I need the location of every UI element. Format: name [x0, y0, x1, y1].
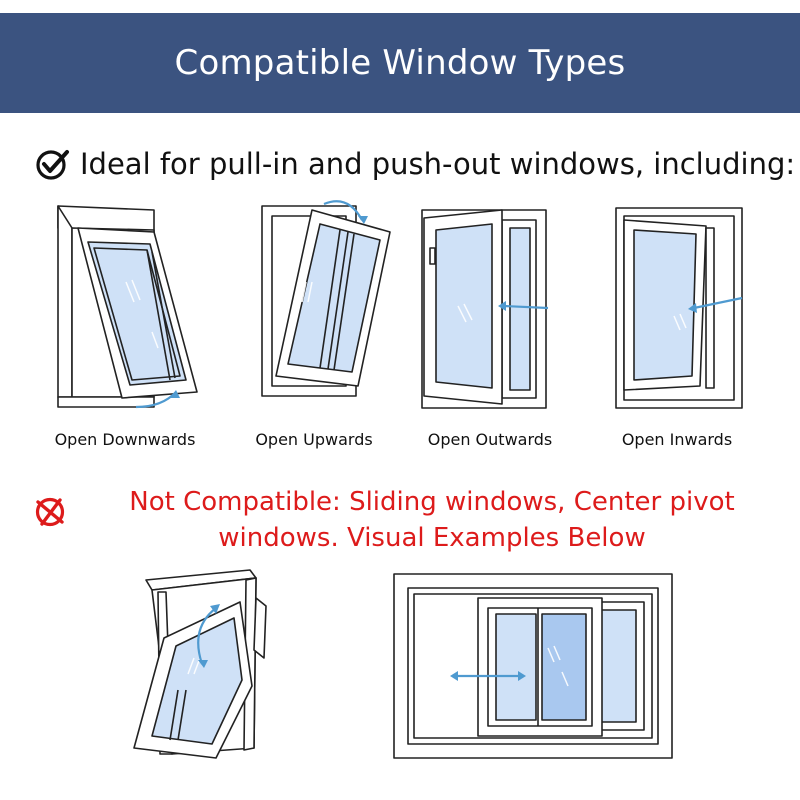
- window-open-downwards-illustration: [57, 205, 198, 409]
- center-pivot-window-illustration: [133, 569, 267, 759]
- window-open-inwards-illustration: [615, 207, 743, 409]
- caption-open-outwards: Open Outwards: [427, 430, 553, 449]
- compatible-heading: Ideal for pull-in and push-out windows, …: [34, 142, 795, 186]
- caption-open-upwards: Open Upwards: [255, 430, 373, 449]
- check-circle-icon: [36, 150, 69, 180]
- sliding-window-illustration: [393, 573, 673, 759]
- x-circle-icon: [35, 497, 65, 527]
- compatible-text: Ideal for pull-in and push-out windows, …: [80, 147, 796, 181]
- window-open-upwards-illustration: [261, 200, 391, 397]
- title-banner: Compatible Window Types: [0, 13, 800, 113]
- window-open-outwards-illustration: [421, 209, 549, 409]
- not-compatible-line-1: Not Compatible: Sliding windows, Center …: [129, 487, 735, 517]
- not-compatible-line-2: windows. Visual Examples Below: [218, 523, 646, 553]
- not-compatible-text: Not Compatible: Sliding windows, Center …: [92, 484, 772, 556]
- caption-open-inwards: Open Inwards: [621, 430, 733, 449]
- caption-open-downwards: Open Downwards: [54, 430, 196, 449]
- page-title: Compatible Window Types: [174, 43, 626, 83]
